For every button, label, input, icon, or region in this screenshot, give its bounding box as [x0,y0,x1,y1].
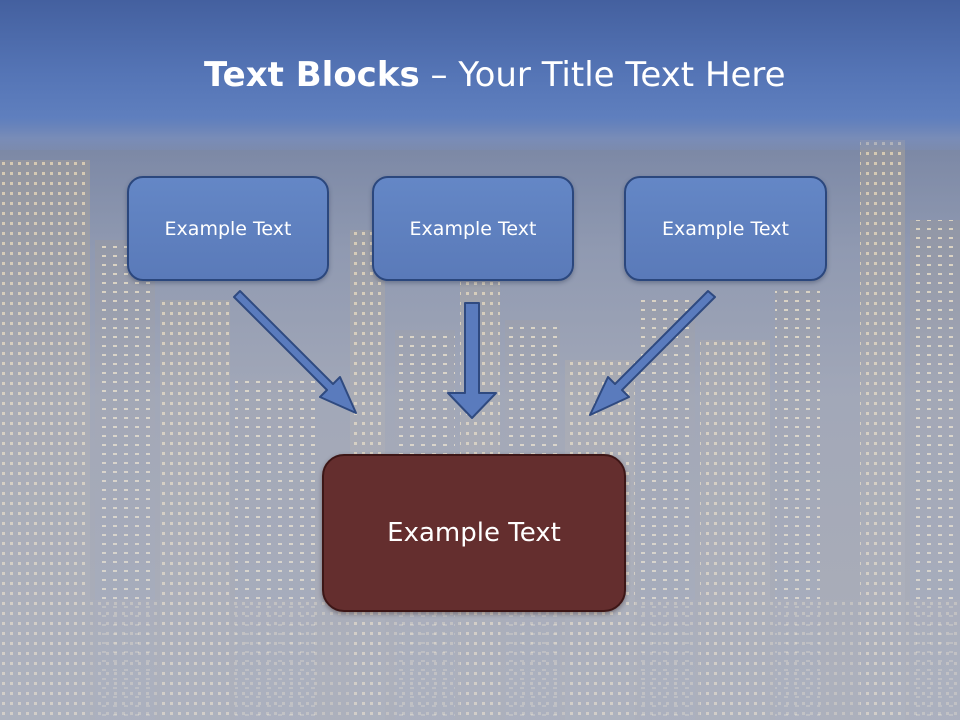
text-block-2[interactable]: Example Text [372,176,574,281]
text-block-2-label: Example Text [409,217,537,240]
text-block-1-label: Example Text [164,217,292,240]
slide-title-separator: – [419,55,459,95]
slide-title: Text Blocks – Your Title Text Here [204,52,786,98]
slide-title-rest: Your Title Text Here [458,55,786,95]
title-band [0,0,960,150]
arrow-right-diagonal [589,290,716,416]
text-block-1[interactable]: Example Text [127,176,329,281]
text-block-3-label: Example Text [662,217,789,240]
arrow-left-diagonal [233,290,357,414]
slide-title-bold: Text Blocks [204,55,420,95]
target-text-block-label: Example Text [387,518,561,548]
target-text-block[interactable]: Example Text [322,454,626,612]
text-block-3[interactable]: Example Text [624,176,827,281]
arrow-center-down [447,302,497,419]
